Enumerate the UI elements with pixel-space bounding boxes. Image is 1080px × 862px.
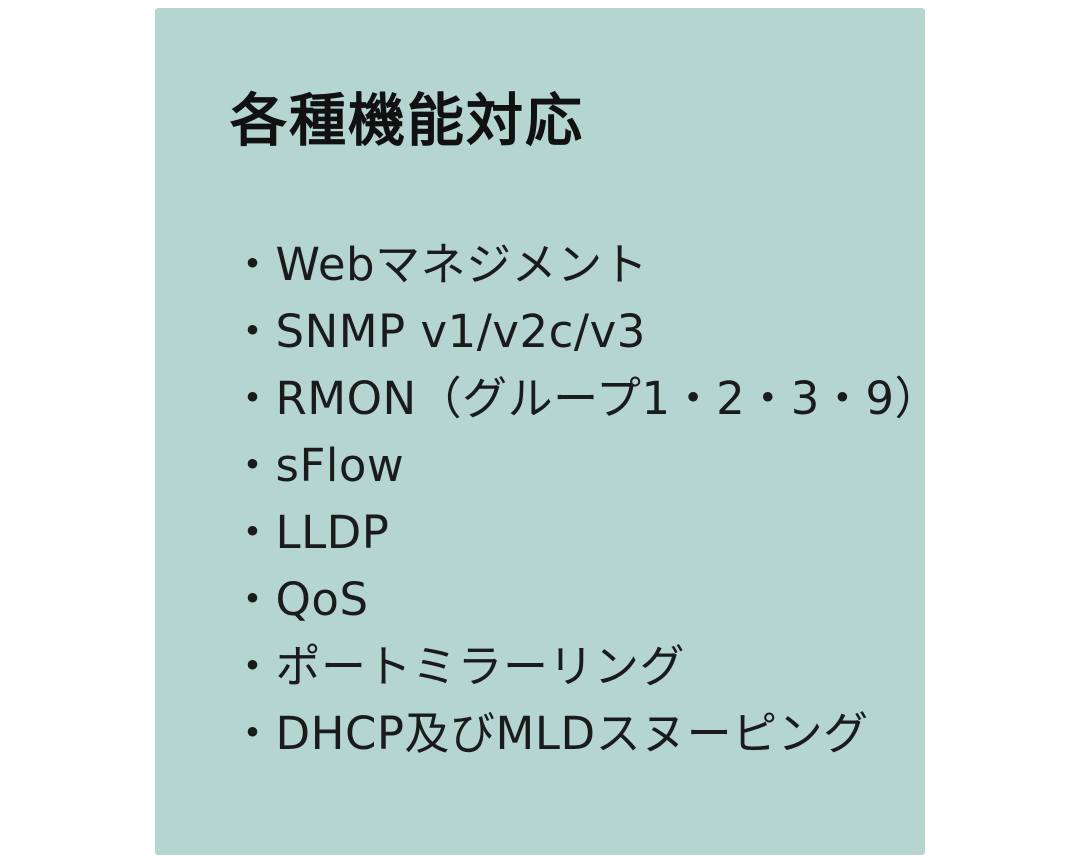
feature-item-web-management: ・Webマネジメント: [230, 237, 649, 291]
feature-item-lldp: ・LLDP: [230, 505, 390, 559]
feature-item-dhcp-mld-snooping: ・DHCP及びMLDスヌーピング: [230, 706, 869, 760]
feature-item-snmp: ・SNMP v1/v2c/v3: [230, 304, 646, 358]
feature-item-rmon: ・RMON（グループ1・2・3・9）: [230, 371, 940, 425]
feature-item-sflow: ・sFlow: [230, 438, 405, 492]
panel-title: 各種機能対応: [230, 88, 584, 154]
feature-panel: 各種機能対応 ・Webマネジメント ・SNMP v1/v2c/v3 ・RMON（…: [155, 8, 940, 855]
feature-item-port-mirroring: ・ポートミラーリング: [230, 639, 686, 693]
feature-item-qos: ・QoS: [230, 572, 369, 626]
feature-list: ・Webマネジメント ・SNMP v1/v2c/v3 ・RMON（グループ1・2…: [230, 231, 940, 767]
